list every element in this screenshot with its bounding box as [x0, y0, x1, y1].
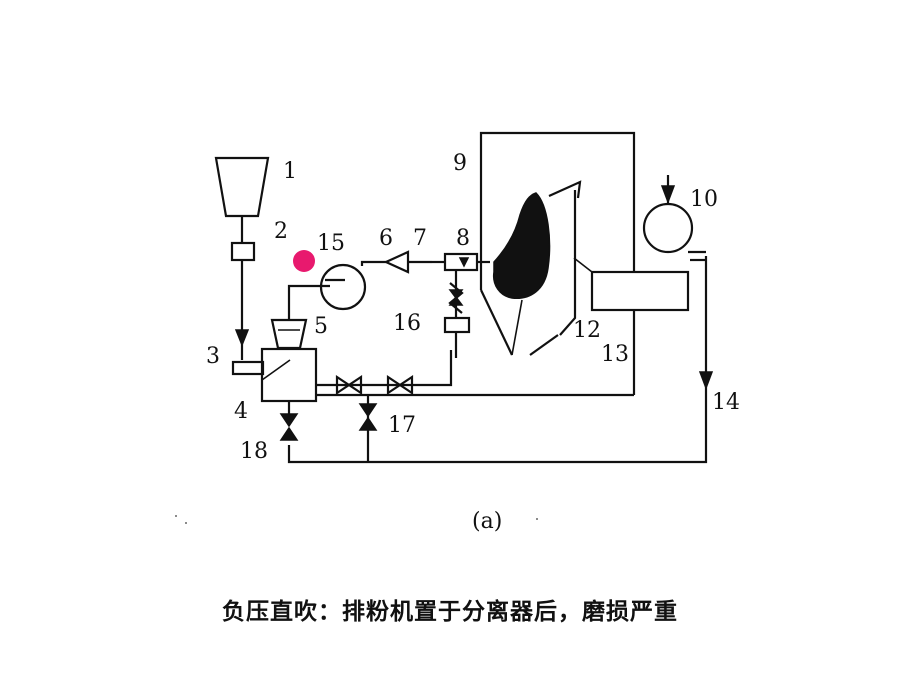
coal-feeder — [230, 241, 256, 262]
valve-b — [386, 374, 414, 396]
exhauster-fan — [319, 263, 367, 311]
valve-18 — [279, 413, 299, 441]
pointer-marker — [293, 250, 315, 272]
valve-a — [335, 374, 363, 396]
label-16: 16 — [393, 311, 421, 336]
label-14: 14 — [712, 390, 740, 415]
boiler-furnace — [479, 131, 636, 290]
label-6: 6 — [379, 226, 393, 251]
label-8: 8 — [456, 226, 470, 251]
label-2: 2 — [274, 219, 288, 244]
label-17: 17 — [388, 413, 416, 438]
classifier — [270, 318, 308, 350]
air-preheater — [590, 270, 690, 312]
slide-subtitle: 负压直吹：排粉机置于分离器后，磨损严重 — [222, 599, 678, 625]
check-valve — [383, 250, 410, 274]
label-15: 15 — [317, 231, 345, 256]
mill-inlet — [231, 360, 265, 376]
label-13: 13 — [601, 342, 629, 367]
label-1: 1 — [283, 159, 297, 184]
label-18: 18 — [240, 439, 268, 464]
label-10: 10 — [690, 187, 718, 212]
label-3: 3 — [206, 344, 220, 369]
label-7: 7 — [413, 226, 427, 251]
regulator-16 — [443, 316, 471, 334]
burner — [443, 252, 479, 272]
label-12: 12 — [573, 318, 601, 343]
diagram-caption: (a) — [472, 509, 502, 534]
coal-bunker — [214, 156, 270, 218]
label-9: 9 — [453, 151, 467, 176]
flame — [492, 192, 551, 299]
label-4: 4 — [234, 399, 248, 424]
forced-draft-fan — [642, 202, 694, 254]
label-5: 5 — [314, 314, 328, 339]
